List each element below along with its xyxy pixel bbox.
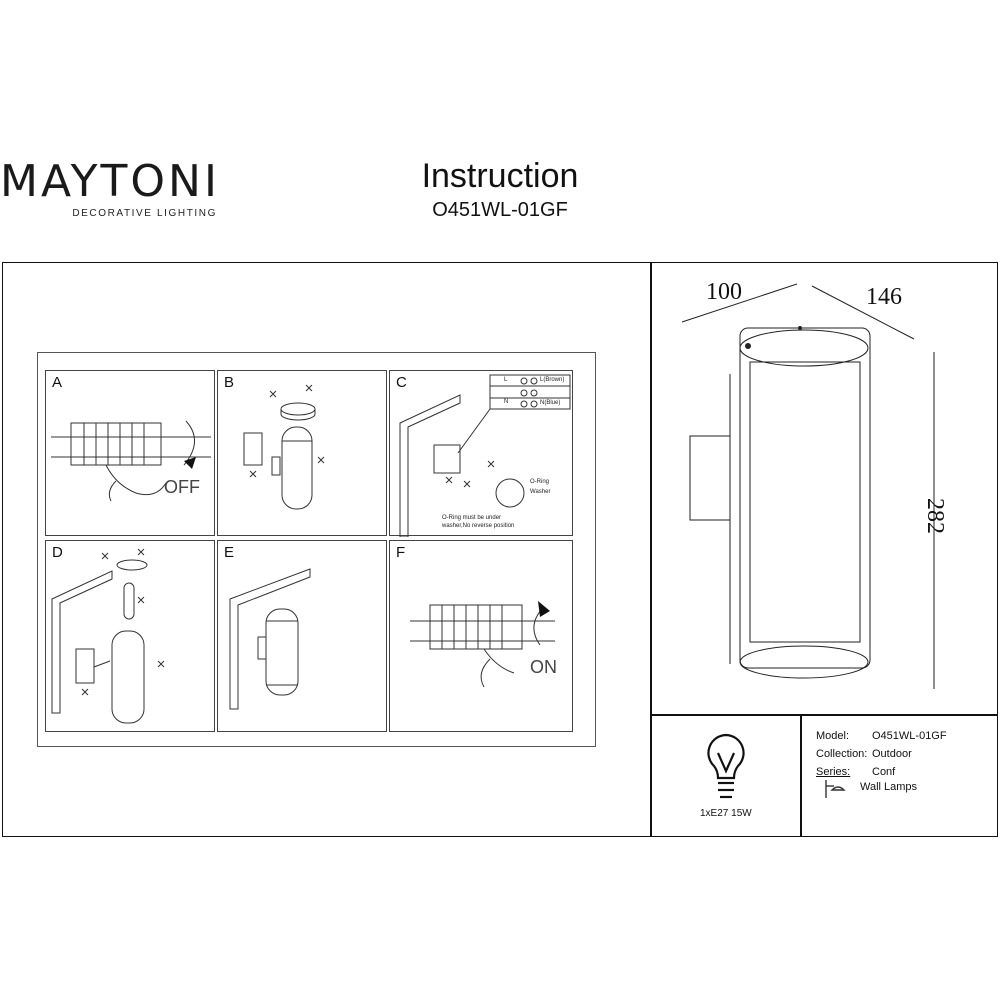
frame-divider-horizontal bbox=[650, 714, 998, 716]
model-code: O451WL-01GF bbox=[432, 199, 568, 222]
wall-lamp-icon bbox=[825, 780, 846, 798]
step-b-letter: B bbox=[224, 374, 235, 391]
step-a-illustration: OFF bbox=[51, 420, 211, 502]
frame-divider-vertical bbox=[650, 262, 652, 837]
step-b-illustration bbox=[243, 384, 325, 510]
step-c-letter: C bbox=[396, 374, 407, 391]
page-title: Instruction bbox=[421, 157, 579, 195]
step-c-wire-l: L bbox=[504, 377, 508, 383]
screw-icon bbox=[798, 326, 802, 330]
step-c-oring-label: O-Ring bbox=[530, 479, 549, 485]
bulb-label: 1xE27 15W bbox=[700, 808, 752, 819]
spec-series-label: Series: bbox=[816, 766, 851, 778]
document-title: Instruction O451WL-01GF bbox=[390, 157, 610, 222]
spec-collection-value: Outdoor bbox=[872, 748, 912, 760]
steps-panel bbox=[37, 352, 596, 747]
step-c-note-2: washer,No reverse position bbox=[441, 523, 514, 529]
step-c: L N L(Brown) N(Blue) O-Ring Washer O-Rin… bbox=[389, 370, 573, 537]
step-f-letter: F bbox=[396, 544, 406, 561]
step-c-note-1: O-Ring must be under bbox=[442, 515, 501, 521]
brand-tagline: DECORATIVE LIGHTING bbox=[72, 208, 217, 219]
step-a-letter: A bbox=[52, 374, 63, 391]
step-c-wire-n: N bbox=[504, 399, 508, 405]
step-b: B bbox=[217, 370, 387, 536]
spec-type-value: Wall Lamps bbox=[860, 781, 918, 793]
step-a: OFF A bbox=[45, 370, 215, 536]
step-c-wire-blue: N(Blue) bbox=[540, 400, 560, 406]
step-d: D bbox=[45, 540, 215, 732]
step-c-washer-label: Washer bbox=[530, 489, 550, 495]
brand-name: MAYTONI bbox=[0, 156, 220, 207]
spec-divider bbox=[800, 714, 802, 837]
spec-series-value: Conf bbox=[872, 766, 896, 778]
step-a-off-label: OFF bbox=[164, 477, 200, 497]
dimension-height: 282 bbox=[922, 498, 948, 534]
bulb-icon bbox=[707, 733, 745, 799]
step-d-illustration bbox=[51, 548, 165, 724]
step-f-on-label: ON bbox=[530, 657, 557, 677]
brand-logo: MAYTONI DECORATIVE LIGHTING bbox=[0, 156, 225, 220]
dimension-drawing bbox=[681, 283, 935, 689]
step-f-illustration: ON bbox=[410, 601, 557, 688]
dimension-width: 146 bbox=[866, 284, 902, 310]
spec-model-label: Model: bbox=[816, 730, 850, 742]
step-f: ON F bbox=[389, 540, 573, 732]
step-d-letter: D bbox=[52, 544, 63, 561]
step-e-illustration bbox=[229, 568, 311, 710]
spec-model-value: O451WL-01GF bbox=[872, 730, 947, 742]
instruction-frame bbox=[2, 262, 998, 837]
screw-icon bbox=[745, 343, 751, 349]
step-e: E bbox=[217, 540, 387, 732]
step-c-wire-brown: L(Brown) bbox=[540, 377, 564, 383]
spec-collection-label: Collection: bbox=[816, 748, 868, 760]
dimension-depth: 100 bbox=[706, 279, 742, 305]
step-c-illustration: L N L(Brown) N(Blue) O-Ring Washer O-Rin… bbox=[399, 374, 571, 537]
step-e-letter: E bbox=[224, 544, 235, 561]
